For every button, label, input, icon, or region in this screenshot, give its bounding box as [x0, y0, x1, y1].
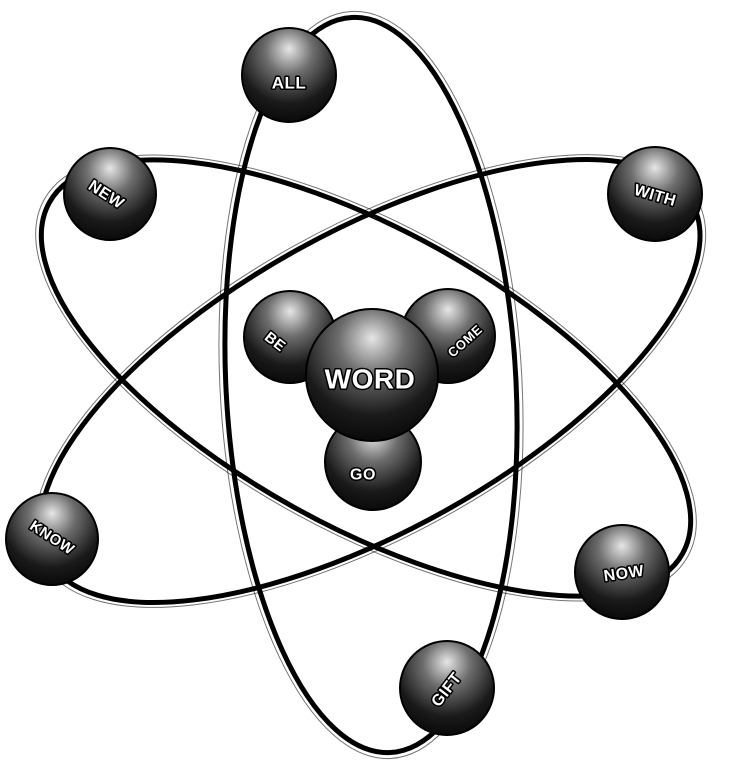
nucleus-word-label: WORD — [325, 364, 416, 395]
nucleus-go-label: GO — [350, 467, 376, 484]
nucleus: BE COME GO WORD — [244, 289, 495, 510]
electron-new: NEW — [64, 148, 156, 240]
electron-with: WITH — [608, 147, 702, 241]
electron-all-label: ALL — [272, 74, 307, 93]
electron-know: KNOW — [6, 493, 98, 585]
nucleus-word: WORD — [306, 309, 438, 441]
electron-all: ALL — [242, 28, 336, 122]
electron-gift: GIFT — [400, 641, 494, 735]
electron-now: NOW — [575, 525, 669, 619]
